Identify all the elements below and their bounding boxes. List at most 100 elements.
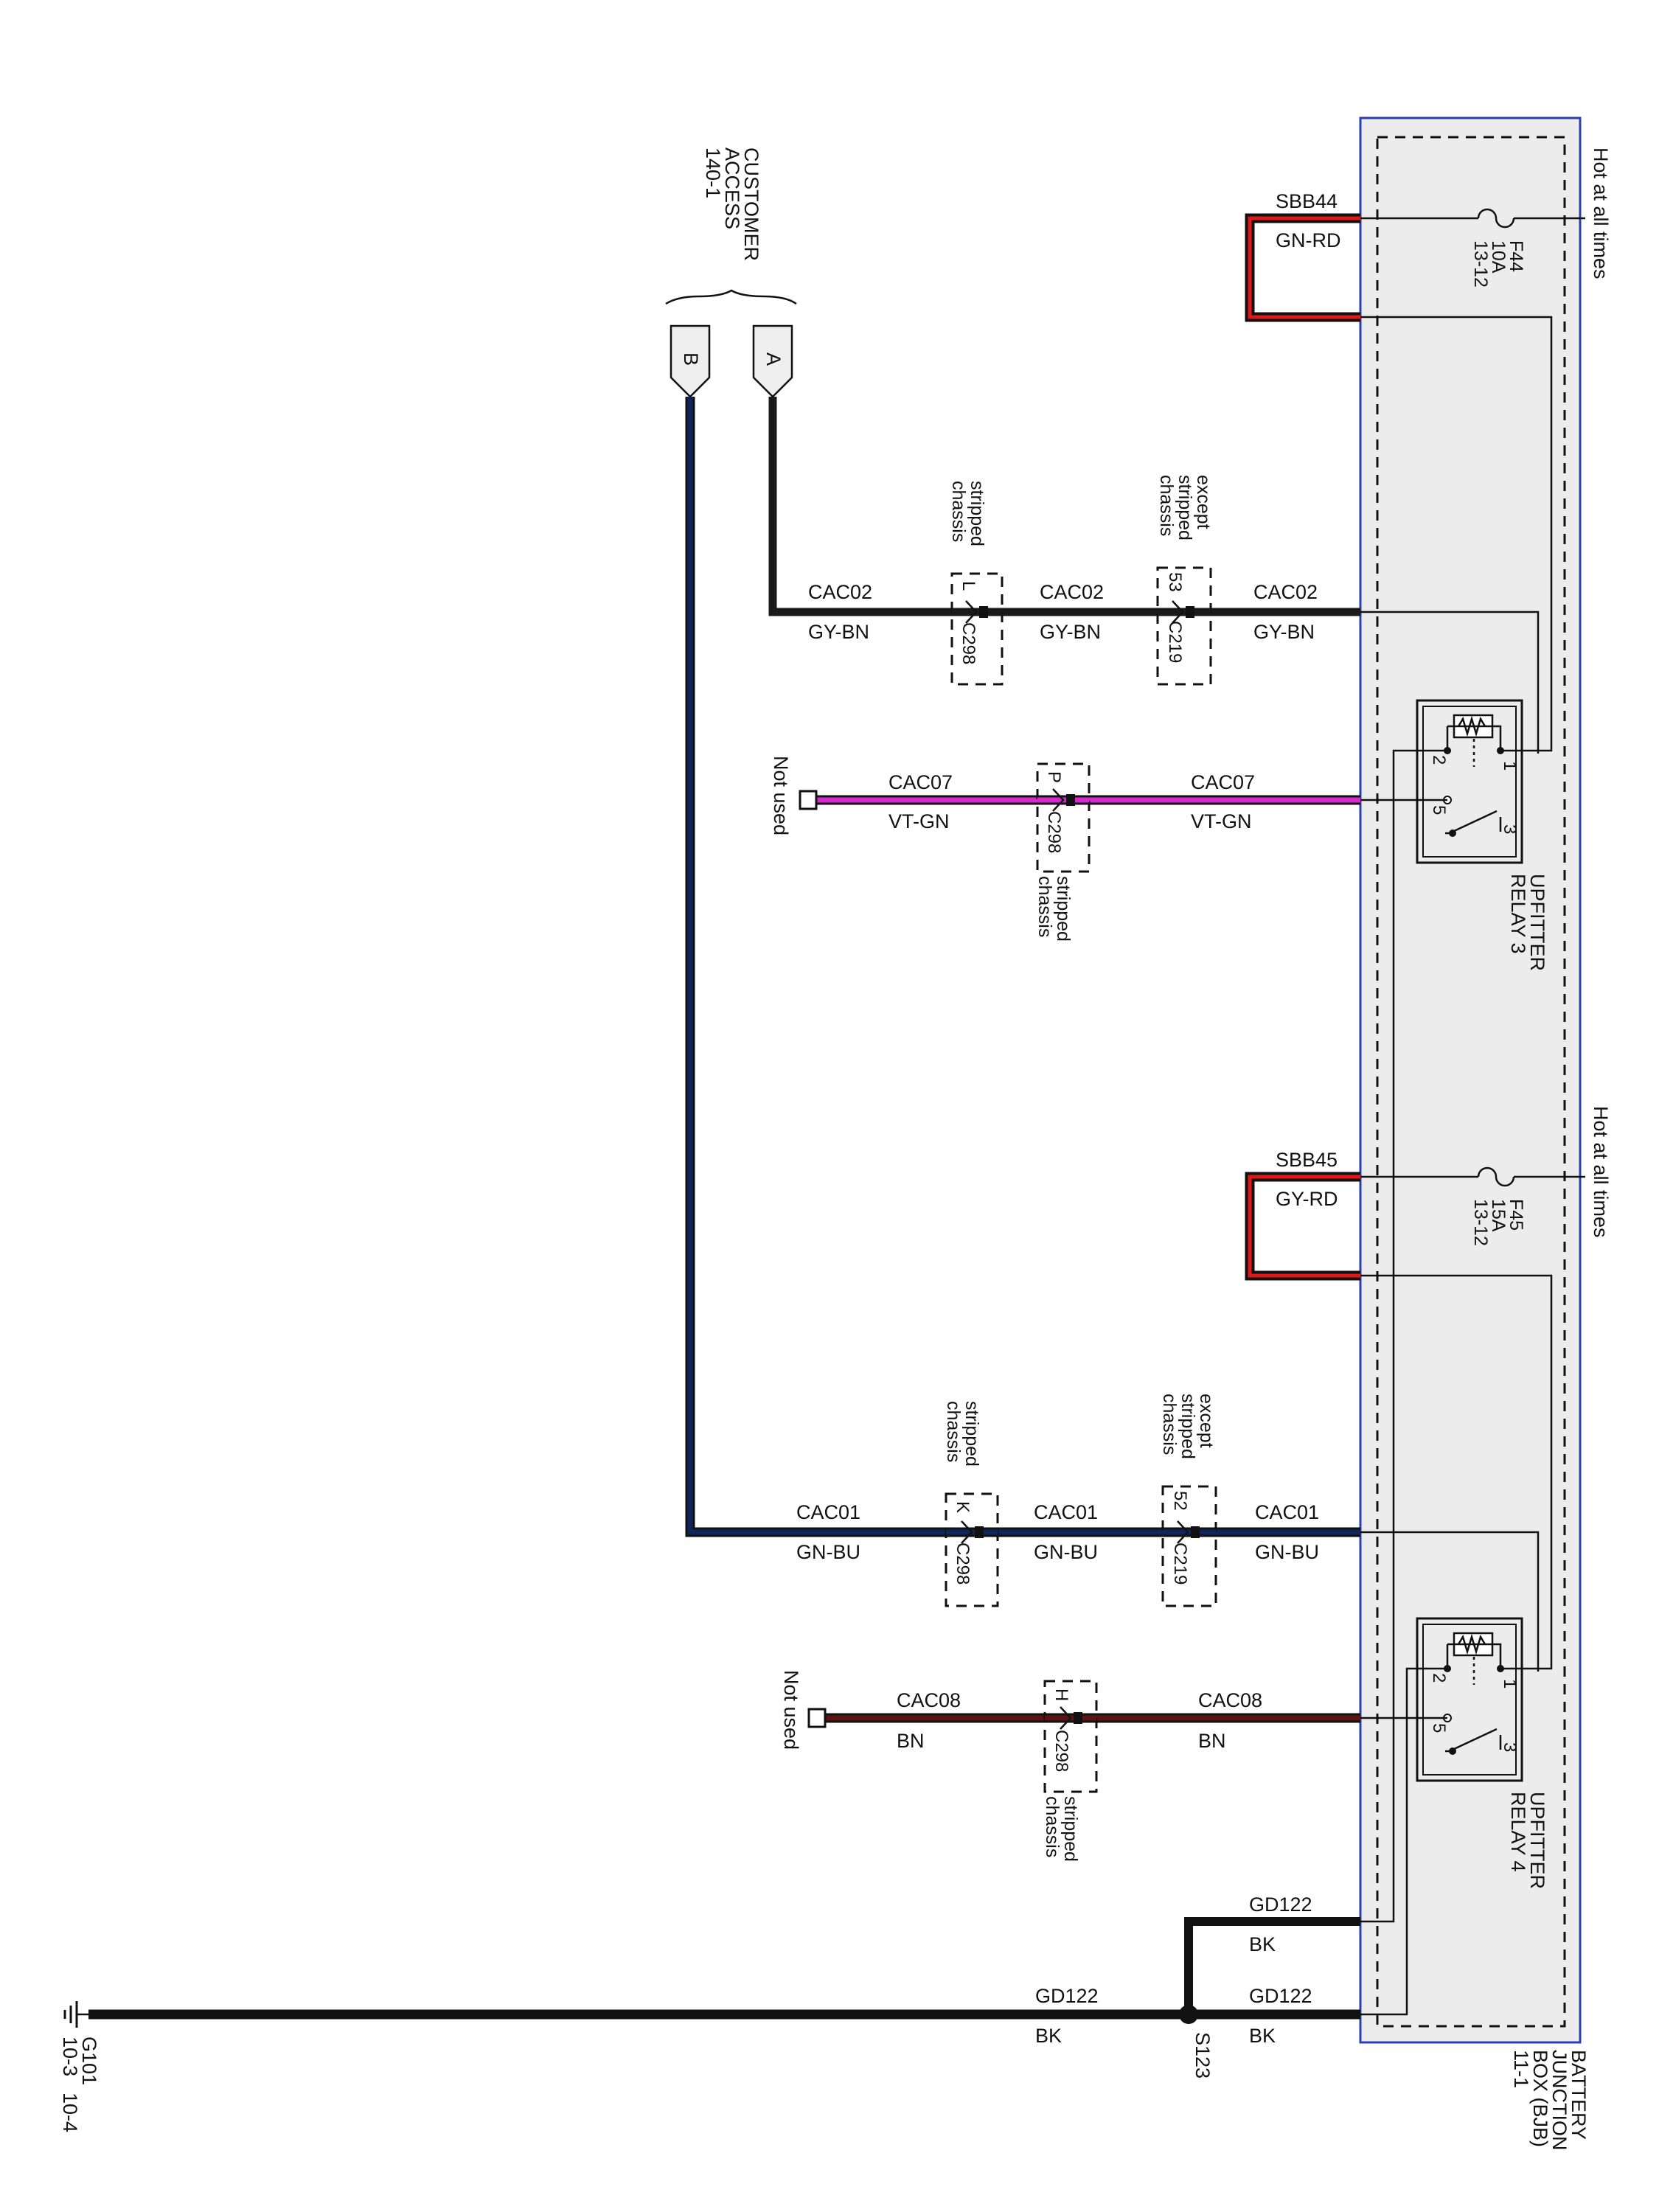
cac02-color-3: GY-BN — [1253, 621, 1315, 643]
relay-4-pin-1: 1 — [1500, 1679, 1520, 1688]
c298-cac07-note1: stripped — [1053, 876, 1074, 942]
relay-3-pin-3: 3 — [1500, 824, 1520, 834]
cac08-circuit-2: CAC08 — [1198, 1689, 1262, 1711]
cac01-color-3: GN-BU — [1255, 1541, 1319, 1563]
sbb45-circuit: SBB45 — [1276, 1149, 1338, 1171]
c219-cac02-name: C219 — [1165, 621, 1185, 663]
connector-c298-cac01 — [945, 1492, 999, 1607]
gd122-circuit-1: GD122 — [1249, 1893, 1312, 1916]
relay-3-switch-icon — [1452, 810, 1498, 833]
feed-f44 — [1360, 208, 1585, 229]
bjb-ref: 11-1 — [1510, 2050, 1532, 2088]
customer-access-line1: CUSTOMER — [740, 147, 762, 261]
c298-cac07-pin: P — [1044, 771, 1064, 783]
c298-cac07-note2: chassis — [1034, 876, 1055, 937]
cac02-circuit-3: CAC02 — [1253, 581, 1318, 603]
cac01-color-2: GN-BU — [1034, 1541, 1098, 1563]
bjb-link-f45-relay4 — [1360, 1274, 1553, 1670]
connector-c219-cac02 — [1156, 566, 1212, 686]
c298-cac02-note2: chassis — [948, 481, 969, 542]
fuse-f45-amps: 15A — [1488, 1199, 1509, 1232]
cac02-circuit-1: CAC02 — [808, 581, 872, 603]
c298-cac02-pin: L — [959, 581, 978, 591]
fuse-f45-name: F45 — [1506, 1199, 1526, 1231]
connector-c298-cac07 — [1036, 762, 1091, 873]
c219-cac01-note2: stripped — [1178, 1394, 1198, 1459]
cac07-color-1: VT-GN — [888, 810, 950, 832]
connector-c298-cac02 — [950, 572, 1004, 686]
splice-s123-dot — [1179, 2005, 1198, 2024]
customer-access-line2: ACCESS — [721, 147, 743, 229]
bjb-name-3: BOX (BJB) — [1529, 2050, 1551, 2147]
relay-3-pin-5: 5 — [1429, 805, 1449, 815]
cac01-circuit-2: CAC01 — [1034, 1501, 1098, 1523]
cac02-circuit-2: CAC02 — [1040, 581, 1104, 603]
fuse-f44-name: F44 — [1506, 240, 1526, 272]
ground-ref-2: 10-4 — [59, 2093, 81, 2132]
cac07-circuit-1: CAC07 — [888, 771, 953, 793]
cac08-color-1: BN — [897, 1730, 925, 1752]
c298-cac01-note1: stripped — [961, 1401, 982, 1467]
relay-4-name-2: RELAY 4 — [1507, 1792, 1529, 1872]
pin-a-shape — [752, 324, 793, 398]
wire-sbb44 — [1245, 213, 1360, 322]
c298-cac07-name: C298 — [1044, 811, 1064, 853]
bjb-box — [1359, 116, 1582, 2044]
c219-cac02-pin: 53 — [1165, 572, 1185, 592]
ground-name: G101 — [78, 2037, 100, 2085]
relay-4-pin-2: 2 — [1429, 1673, 1449, 1683]
bjb-inner-dashed — [1376, 136, 1566, 2028]
ground-ref-1: 10-3 — [59, 2037, 81, 2076]
relay-4-pin-5: 5 — [1429, 1723, 1449, 1733]
gd122-circuit-2: GD122 — [1249, 1985, 1312, 2007]
wire-gd122-upper — [1184, 1917, 1360, 2014]
relay-3-name-1: UPFITTER — [1526, 874, 1548, 971]
customer-access-ref: 140-1 — [702, 147, 724, 198]
relay-3-name-2: RELAY 3 — [1507, 874, 1529, 954]
bjb-name-1: BATTERY — [1568, 2050, 1590, 2140]
fuse-f44-amps: 10A — [1488, 240, 1509, 274]
gd122-circuit-3: GD122 — [1035, 1985, 1099, 2007]
pin-b-shape — [669, 324, 711, 398]
c298-cac08-name: C298 — [1051, 1730, 1071, 1772]
c298-cac02-note1: stripped — [967, 481, 987, 546]
wire-sbb45 — [1245, 1172, 1360, 1281]
connector-c219-cac01 — [1161, 1485, 1217, 1607]
relay-3-pin-1: 1 — [1500, 761, 1520, 771]
relay-3-pin-2: 2 — [1429, 755, 1449, 765]
cac08-color-2: BN — [1198, 1730, 1226, 1752]
bjb-link-f44-relay3 — [1360, 316, 1553, 752]
connector-c298-cac08 — [1043, 1680, 1098, 1793]
cac01-color-1: GN-BU — [796, 1541, 860, 1563]
fuse-f44-ref: 13-12 — [1470, 240, 1491, 288]
cac07-color-2: VT-GN — [1191, 810, 1252, 832]
cac07-terminal-icon — [799, 790, 818, 810]
bjb-link-cac01-relay4 — [1360, 1531, 1540, 1672]
relay-4 — [1360, 1617, 1523, 1782]
bjb-name-2: JUNCTION — [1548, 2050, 1571, 2151]
sbb44-circuit: SBB44 — [1276, 190, 1338, 212]
c219-cac01-pin: 52 — [1170, 1491, 1190, 1511]
gd122-color-2: BK — [1249, 2025, 1276, 2047]
fuse-f45-ref: 13-12 — [1470, 1199, 1491, 1246]
c298-cac02-name: C298 — [959, 622, 978, 664]
sbb45-color: GY-RD — [1276, 1188, 1338, 1210]
ground-icon — [63, 2001, 88, 2028]
cac08-not-used: Not used — [780, 1670, 802, 1750]
cac02-color-2: GY-BN — [1040, 621, 1101, 643]
cac01-circuit-1: CAC01 — [796, 1501, 860, 1523]
hot-label-1: Hot at all times — [1590, 147, 1612, 279]
c219-cac01-note3: chassis — [1159, 1394, 1180, 1455]
pin-b-label: B — [680, 352, 702, 366]
cac01-circuit-3: CAC01 — [1255, 1501, 1319, 1523]
cac08-terminal-icon — [807, 1708, 827, 1728]
relay-4-switch-icon — [1452, 1728, 1498, 1751]
bjb-link-cac02-relay3 — [1360, 611, 1540, 754]
relay-4-pin-3: 3 — [1500, 1742, 1520, 1752]
c298-cac08-pin: H — [1051, 1688, 1071, 1701]
cac07-not-used: Not used — [770, 756, 792, 835]
gd122-color-3: BK — [1035, 2025, 1062, 2047]
c298-cac08-note1: stripped — [1060, 1796, 1081, 1862]
c219-cac02-note2: stripped — [1175, 475, 1195, 540]
